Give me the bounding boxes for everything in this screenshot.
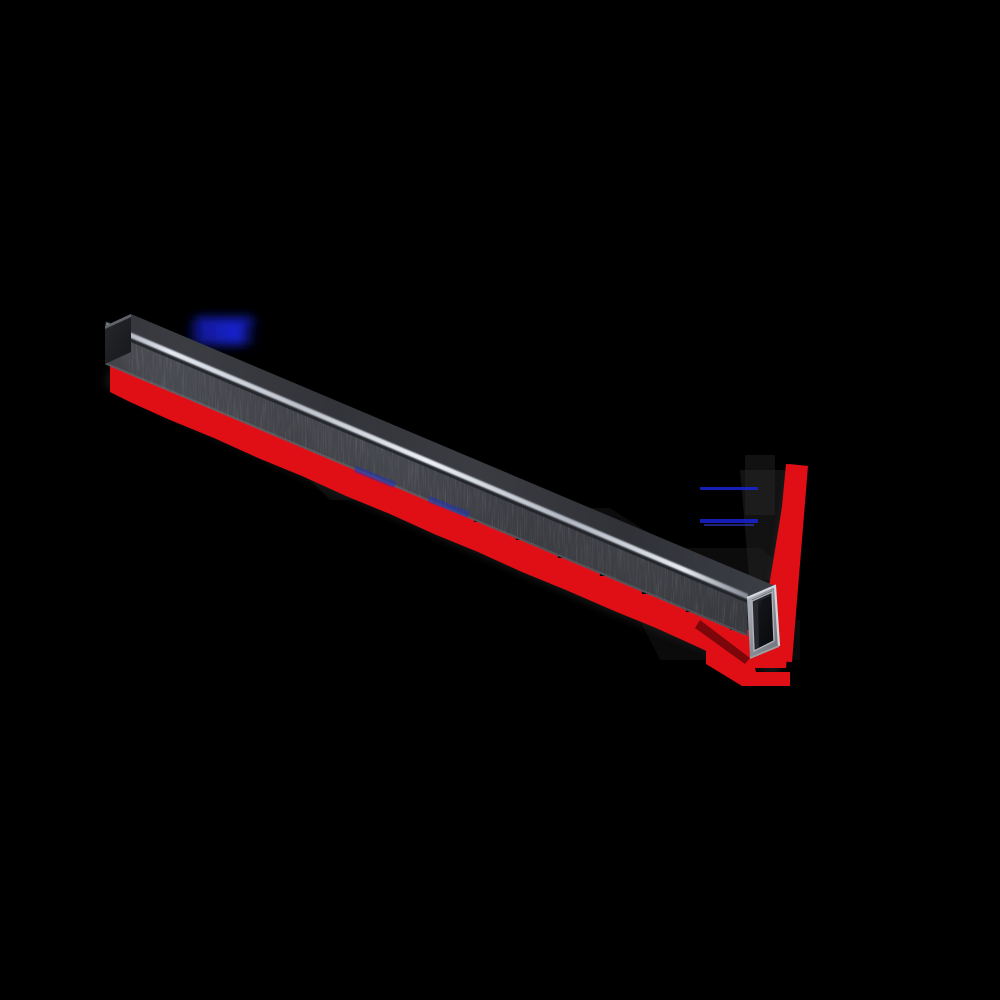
red-marker-left-limb (110, 364, 776, 668)
blue-glow-artifact (186, 316, 256, 345)
tube-end-bottom-corner-highlight (749, 645, 780, 659)
red-marker-apex (706, 640, 790, 686)
tube-contact-shadow (695, 620, 750, 664)
blue-fringe-artifact (354, 466, 470, 518)
blue-scanline-artifacts (700, 487, 758, 526)
tube-specular-highlight (106, 322, 748, 600)
tube-left-end-cap-rim (105, 314, 131, 329)
tube-edge-shadow-line (105, 326, 747, 603)
tube-end-rim-highlight (746, 584, 781, 647)
tube-top-face (105, 314, 775, 598)
tube-end-rim-highlight-inner (751, 590, 775, 653)
tube-bottom-edge-highlight (105, 362, 747, 637)
tube-open-end (746, 584, 781, 659)
tube-left-end-cap (105, 314, 131, 364)
